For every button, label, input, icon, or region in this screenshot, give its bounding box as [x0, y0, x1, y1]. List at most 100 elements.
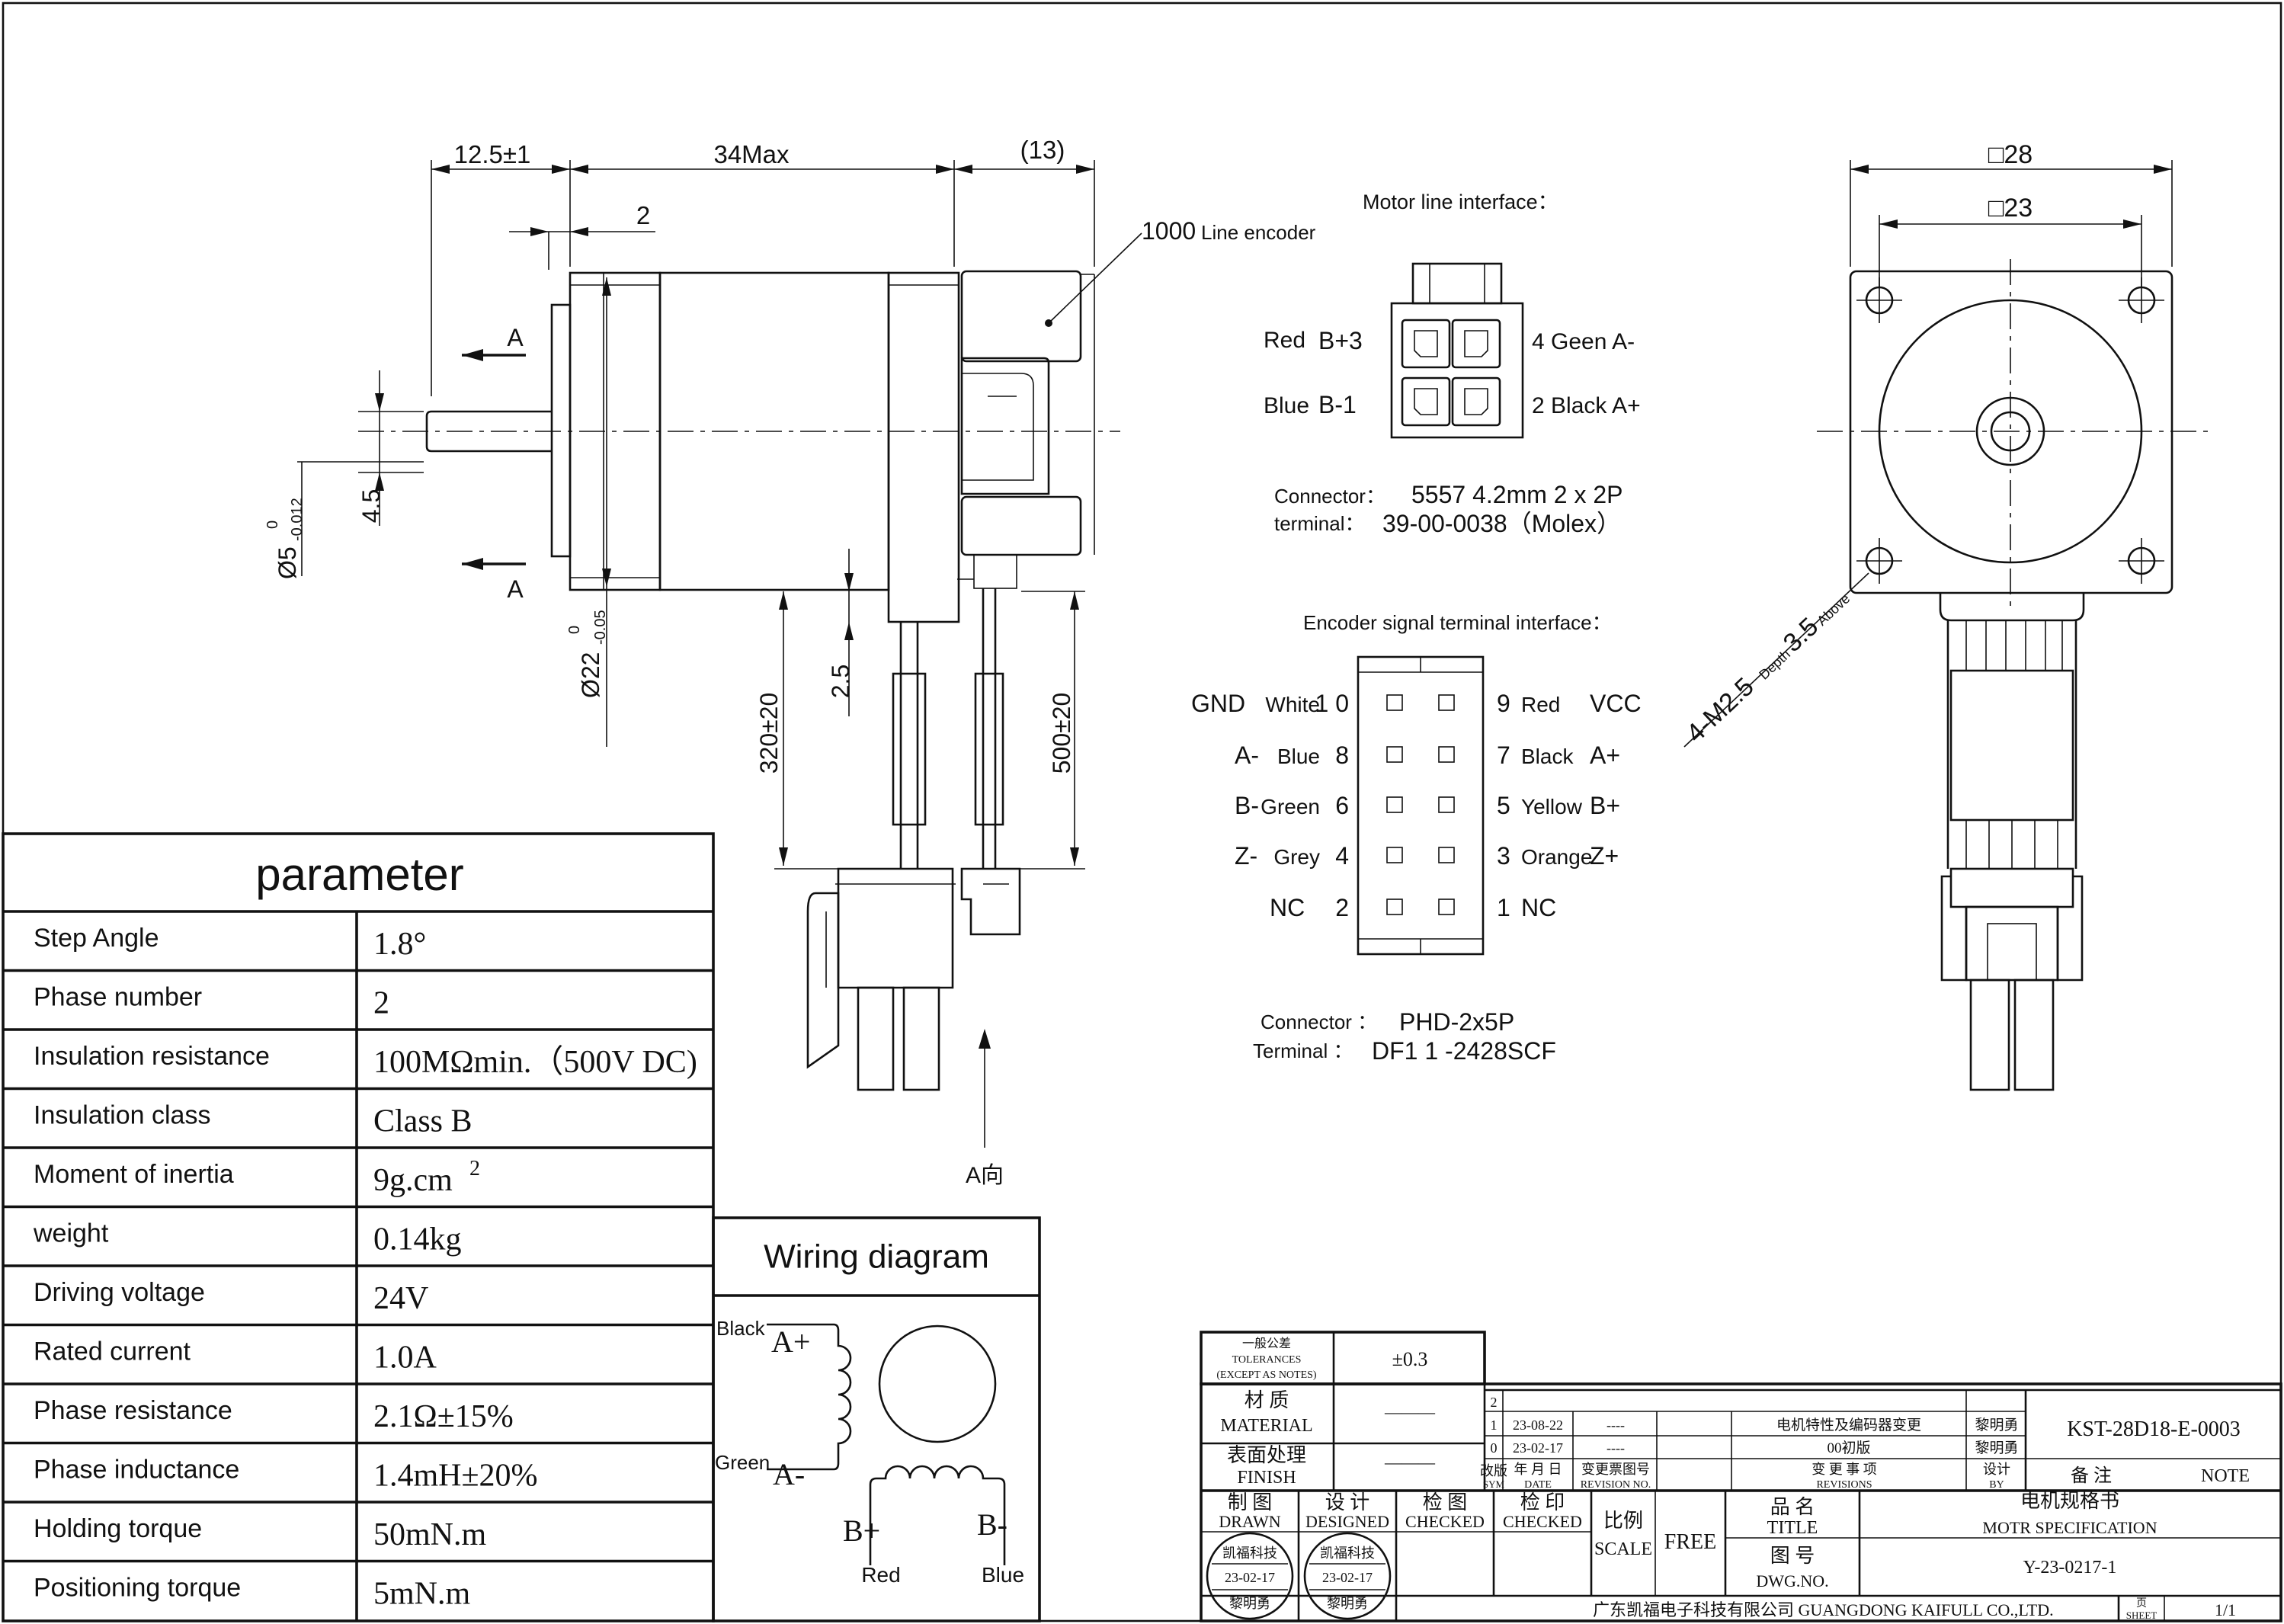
scale-cn: 比例	[1603, 1510, 1643, 1532]
encoder-left-signal: GND	[1191, 690, 1245, 717]
dim-flange: 2	[636, 201, 650, 229]
front-connector	[1965, 905, 2059, 982]
tolerances-note: (EXCEPT AS NOTES)	[1216, 1369, 1317, 1381]
param-name: Holding torque	[34, 1514, 202, 1543]
hdr-by-en: BY	[1989, 1479, 2004, 1491]
encoder-right-color: Red	[1521, 693, 1560, 716]
param-value: 2	[373, 986, 389, 1021]
hole-spec: 4-M2.5	[1681, 672, 1760, 748]
encoder-pin	[1438, 796, 1455, 813]
rev-by: 黎明勇	[1975, 1417, 2018, 1433]
encoder-pin-grid	[1386, 694, 1455, 915]
hdr-sym-en: SYM	[1483, 1478, 1505, 1490]
param-name: Phase inductance	[34, 1456, 239, 1485]
dim-outer-square: □28	[1988, 140, 2033, 169]
encoder-right-signal: B+	[1590, 792, 1620, 819]
param-value: 1.8°	[373, 927, 426, 962]
phase-b-coil	[869, 1465, 1006, 1565]
encoder-cable-sleeve	[974, 672, 1004, 826]
param-value: 50mN.m	[373, 1517, 487, 1552]
encoder-left-color: Grey	[1273, 845, 1320, 869]
encoder-clip	[960, 357, 1050, 495]
motor-pin-a2	[1451, 376, 1501, 427]
side-view: 12.5±1 34Max (13) 2 A A 1000 Line encode…	[264, 136, 1316, 1188]
hdr-revno-cn: 变更票图号	[1581, 1462, 1650, 1477]
rev-sym: 2	[1491, 1395, 1498, 1410]
note-cn: 备 注	[2071, 1465, 2112, 1486]
wire-b-minus: B-	[977, 1507, 1007, 1542]
encoder-left-signal: B-	[1235, 792, 1259, 819]
tolerances-cn: 一般公差	[1242, 1337, 1291, 1350]
encoder-left-signal: NC	[1270, 894, 1305, 921]
encoder-right-pin: 9	[1497, 690, 1510, 717]
motor-cable	[899, 622, 919, 869]
checked-en: CHECKED	[1405, 1512, 1485, 1531]
company-name: 广东凯福电子科技有限公司 GUANGDONG KAIFULL CO.,LTD.	[1593, 1600, 2054, 1619]
param-name: Insulation class	[34, 1101, 210, 1130]
drawn-stamp-company: 凯福科技	[1222, 1546, 1277, 1561]
param-name: Driving voltage	[34, 1278, 205, 1307]
section-a-top: A	[507, 324, 524, 351]
hole-depth-small: Depth	[1756, 646, 1793, 682]
rev-no: ----	[1606, 1417, 1625, 1433]
param-name: Rated current	[34, 1337, 191, 1366]
encoder-pin	[1438, 847, 1455, 863]
title-en: TITLE	[1767, 1518, 1818, 1538]
motor-pin-b	[902, 986, 940, 1091]
encoder-pin	[1386, 746, 1403, 763]
designed-en: DESIGNED	[1305, 1512, 1389, 1531]
motor-shaft	[425, 410, 552, 453]
param-name: weight	[33, 1219, 109, 1248]
encoder-right-pin: 5	[1497, 792, 1510, 819]
param-name: Phase resistance	[34, 1396, 232, 1425]
material-cn: 材 质	[1245, 1389, 1289, 1411]
encoder-interface-title: Encoder signal terminal interface：	[1303, 611, 1612, 634]
dim-boss-dia: Ø22	[577, 652, 604, 698]
drawn-stamp-date: 23-02-17	[1225, 1570, 1275, 1585]
encoder-terminal-label: Terminal ：	[1253, 1039, 1353, 1062]
encoder-right-signal: VCC	[1590, 690, 1642, 717]
drawn-cn: 制 图	[1228, 1491, 1273, 1513]
hdr-desc-en: REVISIONS	[1816, 1479, 1872, 1491]
dim-encoder-length: (13)	[1020, 136, 1065, 164]
encoder-right-signal: A+	[1590, 742, 1620, 769]
part-number: KST-28D18-E-0003	[2067, 1417, 2241, 1441]
motor-connector	[837, 867, 954, 989]
encoder-right-pin: 3	[1497, 842, 1510, 870]
hdr-desc-cn: 变 更 事 项	[1812, 1462, 1877, 1477]
dim-boss-tol-upper: 0	[566, 626, 583, 634]
param-value: 1.4mH±20%	[373, 1459, 538, 1494]
rear-cap	[887, 271, 960, 623]
motor-connector-value: 5557 4.2mm 2 x 2P	[1411, 481, 1623, 508]
hdr-revno-en: REVISION NO.	[1581, 1479, 1651, 1491]
param-value: 100MΩmin.（500V DC)	[373, 1045, 697, 1080]
wiring-title: Wiring diagram	[764, 1238, 989, 1276]
parameter-title: parameter	[255, 849, 463, 900]
motor-terminal-value: 39-00-0038（Molex）	[1382, 510, 1621, 537]
finish-cn: 表面处理	[1227, 1444, 1306, 1466]
dwg-value: Y-23-0217-1	[2023, 1558, 2117, 1578]
material-value: ———	[1384, 1402, 1436, 1421]
param-value: Class B	[373, 1104, 472, 1139]
rev-sym: 0	[1491, 1440, 1498, 1456]
rotor-circle	[878, 1325, 997, 1443]
motor-pin-b1	[1401, 376, 1451, 427]
dim-body-length: 34Max	[713, 140, 790, 168]
front-cable-sleeve	[1949, 669, 2074, 822]
param-value: 0.14kg	[373, 1222, 462, 1257]
checked2-en: CHECKED	[1503, 1512, 1582, 1531]
dim-shaft-tol-upper: 0	[264, 521, 281, 529]
encoder-left-pin: 6	[1335, 792, 1349, 819]
hdr-date-en: DATE	[1524, 1479, 1552, 1491]
designed-stamp-name: 黎明勇	[1327, 1596, 1368, 1611]
motor-cable-sleeve	[892, 672, 927, 826]
rev-sym: 1	[1491, 1417, 1498, 1433]
rev-desc: 00初版	[1827, 1440, 1870, 1456]
dim-shaft-dia: Ø5	[274, 546, 301, 579]
motor-pin-blue-signal: B-1	[1318, 391, 1357, 418]
motor-pin-b3	[1401, 319, 1451, 369]
param-value: 24V	[373, 1281, 428, 1316]
encoder-left-pin: 2	[1335, 894, 1349, 921]
motor-connector-label: Connector：	[1274, 485, 1385, 508]
